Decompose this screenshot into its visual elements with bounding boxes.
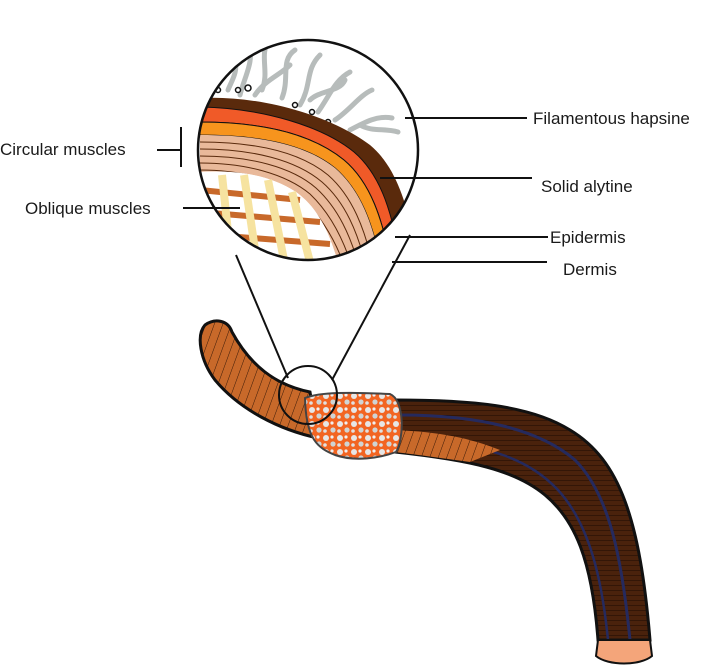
label-filamentous-hapsine: Filamentous hapsine (405, 109, 690, 128)
worm-mid-orange (395, 430, 500, 462)
label-text-circular-muscles: Circular muscles (0, 140, 126, 159)
label-text-oblique-muscles: Oblique muscles (25, 199, 151, 218)
clitellum (303, 391, 403, 460)
label-epidermis: Epidermis (395, 228, 626, 247)
label-circular-muscles: Circular muscles (0, 127, 182, 167)
filamentous-hapsine-strands (225, 40, 401, 135)
worm-anterior (198, 319, 320, 440)
nerve-cord-1 (399, 413, 632, 641)
label-text-epidermis: Epidermis (550, 228, 626, 247)
label-text-solid-alytine: Solid alytine (541, 177, 633, 196)
zoom-connector-right (331, 234, 411, 381)
layer-circular-muscles (200, 135, 382, 260)
label-text-filamentous-hapsine: Filamentous hapsine (533, 109, 690, 128)
magnified-section (196, 38, 420, 262)
label-solid-alytine: Solid alytine (380, 177, 633, 196)
label-dermis: Dermis (392, 260, 617, 279)
magnified-region-marker (278, 365, 338, 425)
earthworm-body (198, 319, 654, 665)
label-oblique-muscles: Oblique muscles (25, 199, 240, 218)
label-text-dermis: Dermis (563, 260, 617, 279)
zoom-connector-left (235, 254, 289, 379)
worm-tail-tip (594, 639, 654, 665)
magnification-circle-outline (196, 38, 420, 262)
